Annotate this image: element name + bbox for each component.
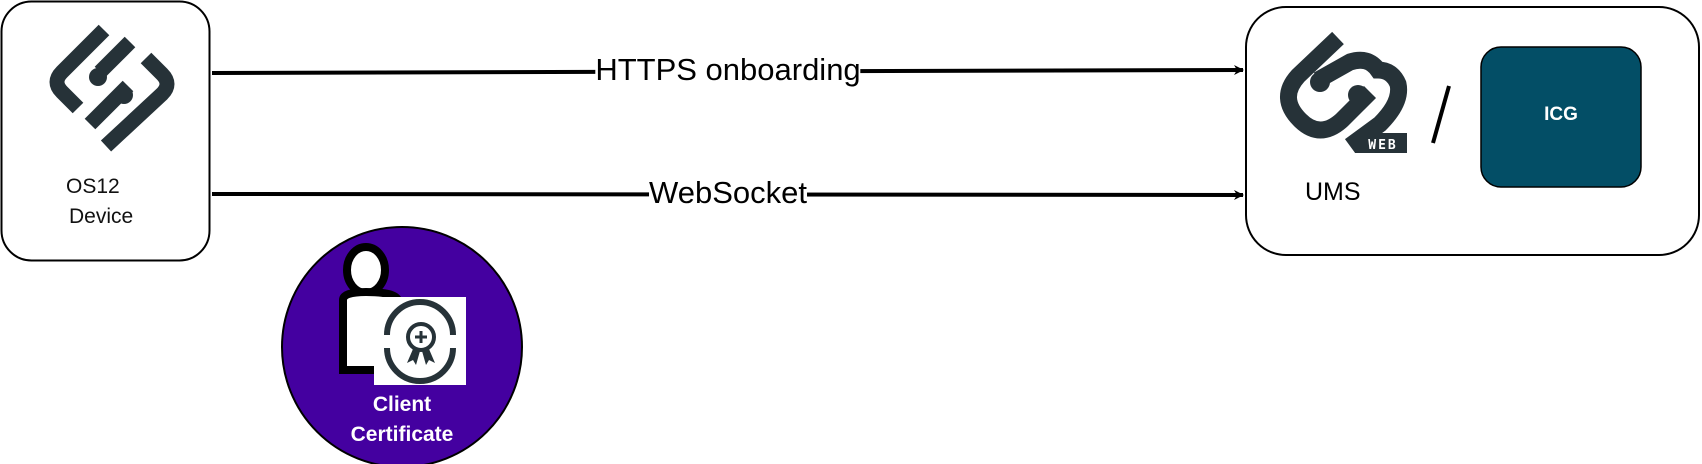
separator-slash — [1431, 85, 1451, 144]
device-label-line1: OS12 — [66, 175, 120, 198]
web-badge: WEB — [1368, 138, 1398, 153]
ums-label: UMS — [1305, 178, 1361, 206]
ums-web-logo-icon — [1280, 31, 1408, 153]
icg-node[interactable] — [1480, 46, 1642, 188]
certificate-label: Client Certificate — [282, 390, 522, 450]
os12-logo-icon — [49, 24, 175, 152]
edge-label-websocket: WebSocket — [649, 175, 807, 210]
os12-logo-dots — [89, 68, 133, 104]
device-label-line2: Device — [69, 205, 134, 228]
icg-label: ICG — [1544, 104, 1578, 125]
edge-label-https-onboarding: HTTPS onboarding — [595, 52, 861, 87]
certificate-badge-icon — [384, 299, 456, 384]
certificate-label-line1: Client — [372, 393, 432, 416]
certificate-label-line2: Certificate — [350, 423, 454, 446]
